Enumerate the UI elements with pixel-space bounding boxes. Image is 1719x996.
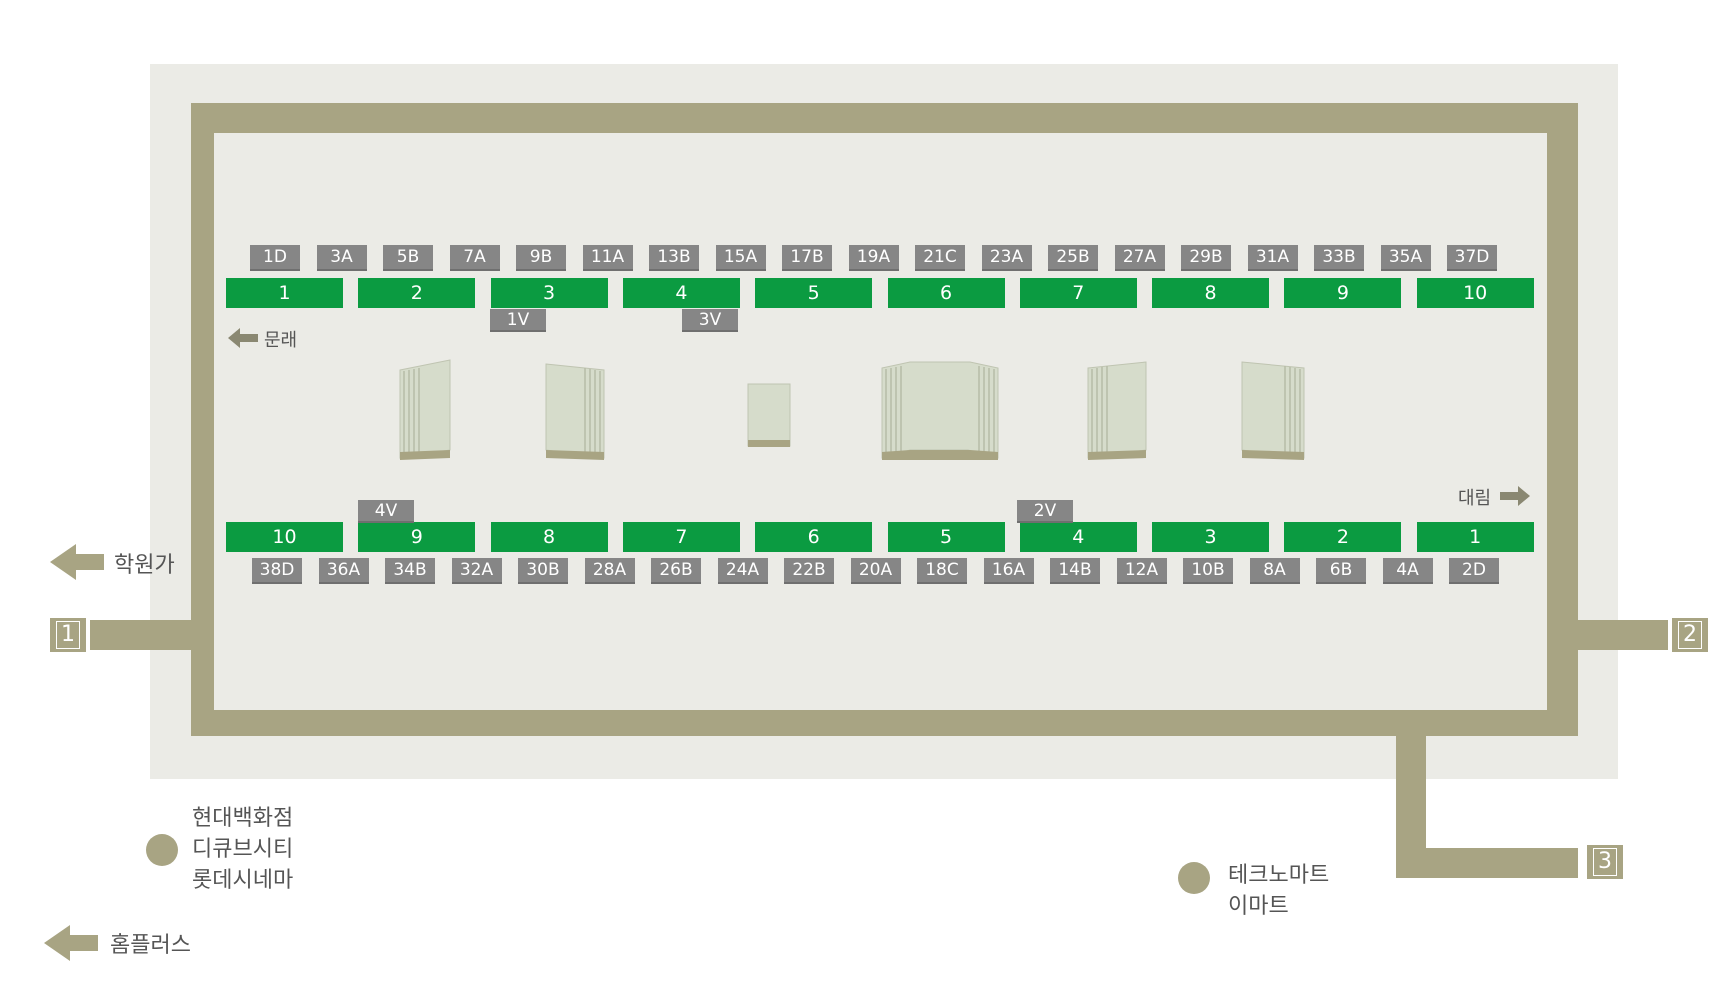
top-platform-7[interactable]: 7 xyxy=(1019,278,1137,308)
arrow-right-daerim-icon xyxy=(1500,486,1530,506)
bottom-platform-2[interactable]: 2 xyxy=(1284,522,1402,552)
top-platform-4[interactable]: 4 xyxy=(622,278,740,308)
top-stop-1d[interactable]: 1D xyxy=(250,245,300,271)
landmark-left-list: 현대백화점 디큐브시티 롯데시네마 xyxy=(192,803,293,896)
landmark-dcube-city: 디큐브시티 xyxy=(192,837,294,862)
exit-1-corridor xyxy=(90,620,194,650)
exit-2-tag[interactable]: 2 xyxy=(1672,618,1708,652)
bottom-stop-10b[interactable]: 10B xyxy=(1183,558,1233,584)
direction-mundae-label: 문래 xyxy=(264,330,298,351)
arrow-left-mundae-icon xyxy=(228,328,258,348)
exit-1-label: 1 xyxy=(56,621,80,649)
bottom-stop-6b[interactable]: 6B xyxy=(1316,558,1366,584)
stop-3v[interactable]: 3V xyxy=(682,309,738,332)
top-stop-27a[interactable]: 27A xyxy=(1114,245,1165,271)
landmark-right-marker-icon xyxy=(1178,862,1210,894)
shelter-4 xyxy=(881,361,999,459)
top-stop-17b[interactable]: 17B xyxy=(782,245,832,271)
bottom-platform-1[interactable]: 1 xyxy=(1416,522,1534,552)
bottom-platform-4[interactable]: 4 xyxy=(1019,522,1137,552)
top-stop-31a[interactable]: 31A xyxy=(1247,245,1298,271)
landmark-emart: 이마트 xyxy=(1228,894,1289,919)
exit-2-label: 2 xyxy=(1678,621,1702,649)
top-stop-5b[interactable]: 5B xyxy=(383,245,433,271)
bottom-stop-12a[interactable]: 12A xyxy=(1116,558,1167,584)
exit-2-corridor xyxy=(1576,620,1668,650)
top-stop-13b[interactable]: 13B xyxy=(649,245,699,271)
direction-hakwonga-label: 학원가 xyxy=(114,553,175,578)
bottom-platform-10[interactable]: 10 xyxy=(226,522,343,552)
top-platform-10[interactable]: 10 xyxy=(1416,278,1534,308)
landmark-hyundai-department-store: 현대백화점 xyxy=(192,806,294,831)
top-stop-35a[interactable]: 35A xyxy=(1380,245,1431,271)
bottom-stop-8a[interactable]: 8A xyxy=(1249,558,1300,584)
exit-3-label: 3 xyxy=(1593,848,1617,876)
top-platform-3[interactable]: 3 xyxy=(490,278,608,308)
top-platform-9[interactable]: 9 xyxy=(1284,278,1402,308)
exit-3-tag[interactable]: 3 xyxy=(1587,845,1623,879)
top-stop-29b[interactable]: 29B xyxy=(1181,245,1231,271)
bottom-stop-26b[interactable]: 26B xyxy=(651,558,701,584)
arrow-left-hakwonga-icon xyxy=(50,544,104,580)
exit-3-corridor-horizontal xyxy=(1396,848,1578,878)
top-stop-9b[interactable]: 9B xyxy=(516,245,566,271)
bottom-platform-9[interactable]: 9 xyxy=(358,522,476,552)
top-platform-6[interactable]: 6 xyxy=(887,278,1005,308)
bottom-stop-18c[interactable]: 18C xyxy=(917,558,967,584)
direction-daerim-label: 대림 xyxy=(1458,488,1492,509)
stop-1v[interactable]: 1V xyxy=(490,309,546,332)
stop-2v[interactable]: 2V xyxy=(1017,500,1073,523)
bottom-stop-32a[interactable]: 32A xyxy=(451,558,502,584)
top-stop-25b[interactable]: 25B xyxy=(1048,245,1098,271)
bottom-stop-36a[interactable]: 36A xyxy=(318,558,369,584)
top-platform-2[interactable]: 2 xyxy=(358,278,476,308)
top-stop-7a[interactable]: 7A xyxy=(449,245,500,271)
landmark-technomart: 테크노마트 xyxy=(1228,863,1330,888)
landmark-left-marker-icon xyxy=(146,834,178,866)
landmark-lotte-cinema: 롯데시네마 xyxy=(192,868,294,893)
top-stop-37d[interactable]: 37D xyxy=(1447,245,1497,271)
shelter-3 xyxy=(747,383,791,447)
stop-4v[interactable]: 4V xyxy=(358,500,414,523)
shelter-1 xyxy=(399,359,451,459)
bottom-stop-2d[interactable]: 2D xyxy=(1449,558,1499,584)
direction-homeplus-label: 홈플러스 xyxy=(110,933,191,958)
bottom-stop-20a[interactable]: 20A xyxy=(850,558,901,584)
bottom-stop-14b[interactable]: 14B xyxy=(1050,558,1100,584)
top-stop-11a[interactable]: 11A xyxy=(582,245,633,271)
top-platform-5[interactable]: 5 xyxy=(755,278,873,308)
arrow-left-homeplus-icon xyxy=(44,925,98,961)
bottom-stop-28a[interactable]: 28A xyxy=(584,558,635,584)
bottom-platform-3[interactable]: 3 xyxy=(1152,522,1270,552)
bottom-platform-5[interactable]: 5 xyxy=(887,522,1005,552)
bottom-stop-4a[interactable]: 4A xyxy=(1382,558,1433,584)
bottom-platform-7[interactable]: 7 xyxy=(622,522,740,552)
top-stop-3a[interactable]: 3A xyxy=(316,245,367,271)
bottom-stop-38d[interactable]: 38D xyxy=(252,558,302,584)
bottom-platform-8[interactable]: 8 xyxy=(490,522,608,552)
bottom-platform-6[interactable]: 6 xyxy=(755,522,873,552)
top-platform-1[interactable]: 1 xyxy=(226,278,343,308)
bottom-stop-34b[interactable]: 34B xyxy=(385,558,435,584)
bottom-stop-16a[interactable]: 16A xyxy=(983,558,1034,584)
bottom-stop-22b[interactable]: 22B xyxy=(784,558,834,584)
landmark-right-list: 테크노마트 이마트 xyxy=(1228,860,1329,922)
bottom-stop-30b[interactable]: 30B xyxy=(518,558,568,584)
bottom-stop-24a[interactable]: 24A xyxy=(717,558,768,584)
top-stop-19a[interactable]: 19A xyxy=(848,245,899,271)
top-stop-33b[interactable]: 33B xyxy=(1314,245,1364,271)
top-stop-23a[interactable]: 23A xyxy=(981,245,1032,271)
top-stop-21c[interactable]: 21C xyxy=(915,245,965,271)
exit-1-tag[interactable]: 1 xyxy=(50,618,86,652)
top-stop-15a[interactable]: 15A xyxy=(715,245,766,271)
top-platform-8[interactable]: 8 xyxy=(1152,278,1270,308)
